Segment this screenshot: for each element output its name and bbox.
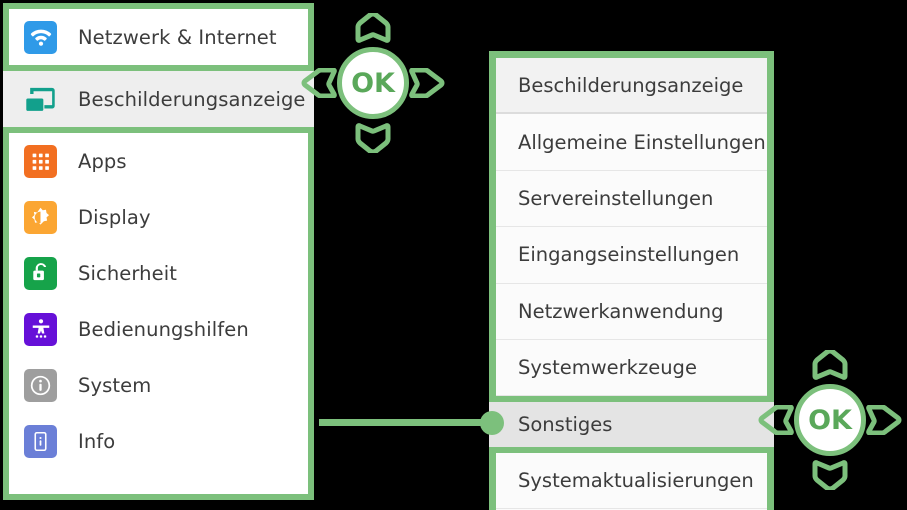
submenu-item-label: Servereinstellungen (518, 186, 714, 210)
connector-endpoint-dot (480, 411, 504, 435)
submenu-item-netzwerkanwendung[interactable]: Netzwerkanwendung (496, 283, 767, 340)
sidebar-item-label: Bedienungshilfen (78, 317, 249, 341)
dpad-up-arrow-icon[interactable] (812, 350, 848, 380)
submenu-item-servereinstellungen[interactable]: Servereinstellungen (496, 170, 767, 228)
sidebar-item-netzwerk-internet[interactable]: Netzwerk & Internet (9, 9, 308, 65)
sidebar-item-info[interactable]: Info (9, 413, 308, 469)
accessibility-icon (24, 312, 57, 346)
dpad-remote-control-bottom[interactable]: OK (755, 345, 905, 495)
sidebar-item-label: System (78, 373, 152, 397)
sidebar-item-label: Beschilderungsanzeige (78, 87, 306, 111)
dpad-up-arrow-icon[interactable] (355, 13, 391, 43)
submenu-item-label: Sonstiges (518, 413, 613, 437)
device-info-icon (24, 424, 57, 458)
submenu-item-allgemeine-einstellungen[interactable]: Allgemeine Einstellungen (496, 114, 767, 171)
brightness-icon (24, 200, 57, 234)
dpad-ok-button[interactable]: OK (337, 47, 409, 119)
signage-cast-icon (24, 83, 57, 116)
submenu-title: Beschilderungsanzeige (518, 73, 744, 97)
wifi-icon (24, 20, 57, 54)
dpad-right-arrow-icon[interactable] (409, 68, 445, 98)
dpad-right-arrow-icon[interactable] (866, 405, 902, 435)
sidebar-item-sicherheit[interactable]: Sicherheit (9, 245, 308, 301)
sidebar-item-apps[interactable]: Apps (9, 133, 308, 189)
connector-line (319, 419, 494, 426)
dpad-down-arrow-icon[interactable] (812, 460, 848, 490)
dpad-left-arrow-icon[interactable] (758, 405, 794, 435)
dpad-ok-button[interactable]: OK (794, 384, 866, 456)
dpad-remote-control-top[interactable]: OK (298, 8, 448, 158)
sidebar-item-system[interactable]: System (9, 357, 308, 413)
sidebar-item-display[interactable]: Display (9, 189, 308, 245)
sidebar-item-label: Netzwerk & Internet (78, 25, 277, 49)
submenu-item-label: Systemaktualisierungen (518, 468, 754, 492)
dpad-left-arrow-icon[interactable] (301, 68, 337, 98)
apps-grid-icon (24, 144, 57, 178)
submenu-item-systemaktualisierungen[interactable]: Systemaktualisierungen (496, 452, 767, 510)
submenu-item-label: Allgemeine Einstellungen (518, 130, 766, 154)
sidebar-item-label: Apps (78, 149, 127, 173)
submenu-item-label: Netzwerkanwendung (518, 299, 724, 323)
submenu-item-sonstiges[interactable]: Sonstiges (489, 396, 774, 453)
submenu-item-eingangseinstellungen[interactable]: Eingangseinstellungen (496, 227, 767, 284)
submenu-item-beschilderungsanzeige: Beschilderungsanzeige (496, 58, 767, 115)
sidebar-item-label: Info (78, 429, 116, 453)
dpad-down-arrow-icon[interactable] (355, 123, 391, 153)
submenu-item-label: Systemwerkzeuge (518, 356, 697, 380)
sidebar-item-label: Sicherheit (78, 261, 177, 285)
submenu-item-systemwerkzeuge[interactable]: Systemwerkzeuge (496, 339, 767, 397)
unlocked-lock-icon (24, 256, 57, 290)
sidebar-item-beschilderungsanzeige[interactable]: Beschilderungsanzeige (3, 65, 314, 133)
info-circle-icon (24, 368, 57, 402)
sidebar-item-label: Display (78, 205, 151, 229)
sidebar-item-bedienungshilfen[interactable]: Bedienungshilfen (9, 301, 308, 357)
submenu-item-label: Eingangseinstellungen (518, 243, 740, 267)
